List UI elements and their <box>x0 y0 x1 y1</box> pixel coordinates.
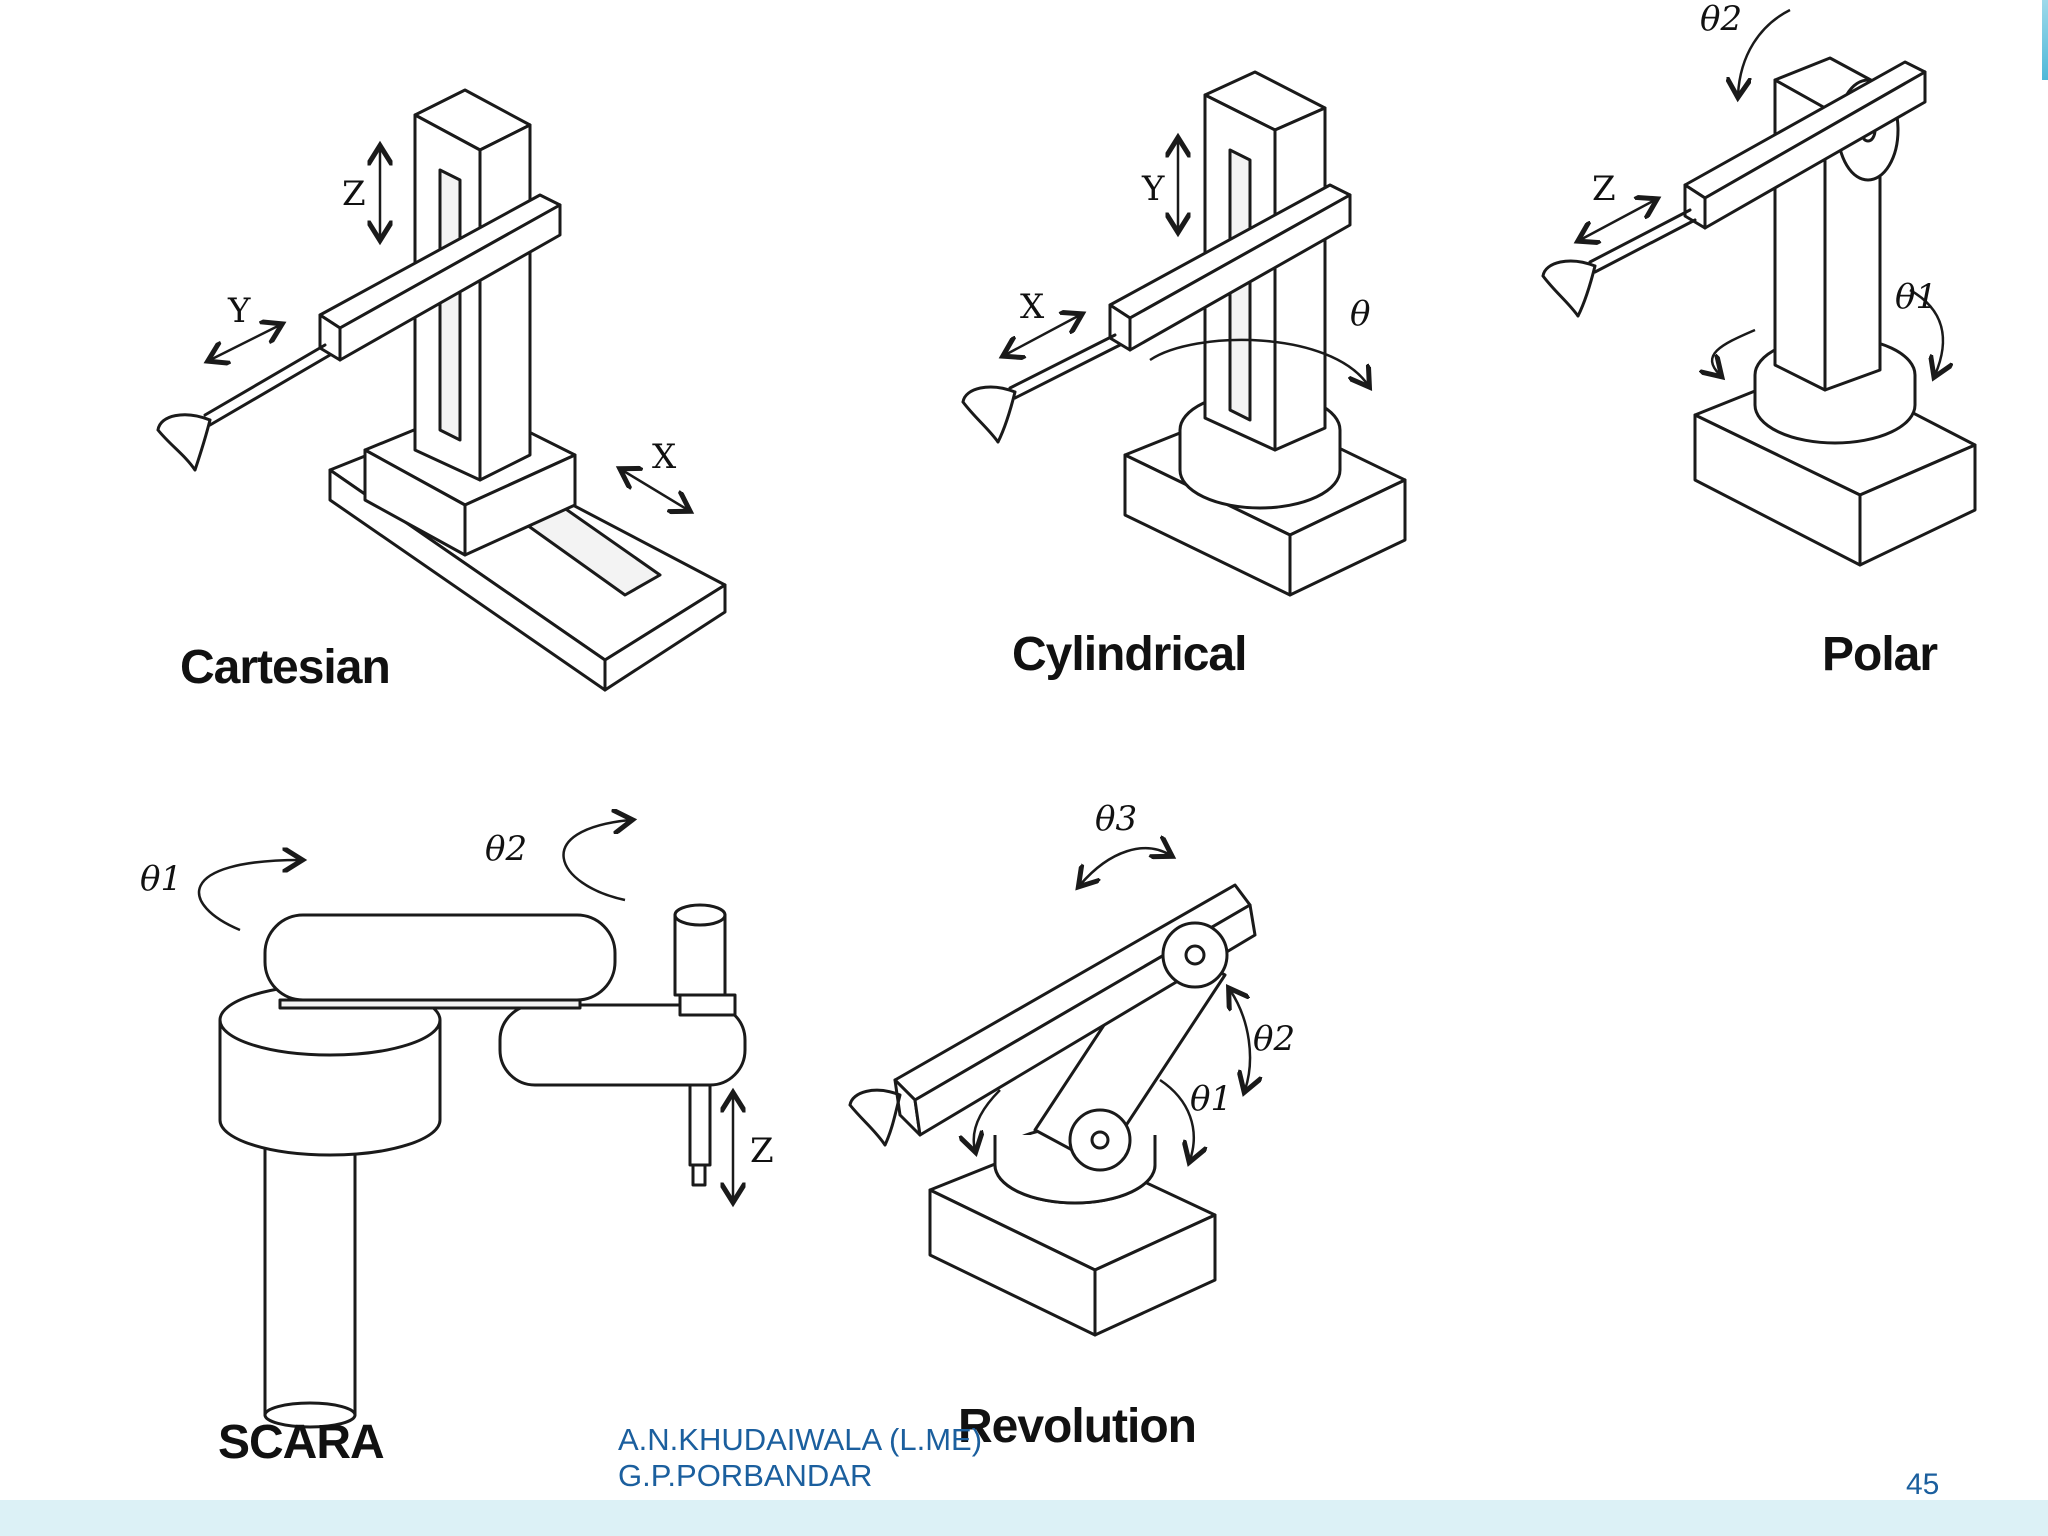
revolution-base <box>928 1125 1217 1337</box>
polar-axis-theta1: θ1 <box>1895 277 1937 317</box>
scara-robot: θ1 θ2 Z SCARA <box>140 820 774 1469</box>
footer-author: A.N.KHUDAIWALA (L.ME) G.P.PORBANDAR <box>618 1422 982 1494</box>
revolution-axis-theta2: θ2 <box>1253 1019 1295 1059</box>
cylindrical-axis-theta: θ <box>1350 294 1370 334</box>
cartesian-axis-x: X <box>652 437 677 477</box>
polar-arm <box>1541 60 1927 318</box>
scara-theta2-arrow <box>562 820 630 902</box>
cartesian-axis-y: Y <box>227 291 251 331</box>
polar-z-arrow <box>1580 200 1655 240</box>
cylindrical-title: Cylindrical <box>1012 628 1246 681</box>
cartesian-title: Cartesian <box>180 641 390 694</box>
scara-first-link <box>263 913 617 1010</box>
revolution-upper-arm <box>848 883 1257 1147</box>
polar-title: Polar <box>1822 628 1937 681</box>
cylindrical-axis-y: Y <box>1141 169 1165 209</box>
scara-base <box>218 983 442 1157</box>
revolution-lower-arm <box>1033 938 1227 1172</box>
scara-theta1-arrow <box>197 860 300 932</box>
scara-axis-z: Z <box>750 1131 774 1171</box>
polar-axis-theta2: θ2 <box>1700 0 1742 39</box>
polar-axis-z: Z <box>1592 169 1616 209</box>
cartesian-y-arrow <box>210 325 280 360</box>
cartesian-axis-z: Z <box>342 174 366 214</box>
cylindrical-robot: Y X θ Cylindrical <box>961 70 1407 681</box>
footer-institute: G.P.PORBANDAR <box>618 1458 873 1493</box>
cylindrical-theta-arrow <box>1149 338 1368 385</box>
revolution-theta1-arrow <box>1159 1078 1194 1160</box>
polar-theta2-arrow <box>1738 8 1791 95</box>
polar-theta1-arrow <box>1712 328 1756 375</box>
scara-axis-theta1: θ1 <box>140 859 182 899</box>
cartesian-arm <box>156 193 562 472</box>
revolution-theta1-arrow-left <box>974 1089 1001 1150</box>
revolution-theta2-arrow <box>1230 990 1250 1090</box>
scara-second-link <box>498 903 747 1187</box>
revolution-title: Revolution <box>958 1400 1196 1453</box>
cartesian-robot: Z Y X Cartesian <box>156 88 727 694</box>
scara-title: SCARA <box>218 1416 384 1469</box>
cartesian-x-arrow <box>622 470 688 510</box>
slide-accent-bar <box>2042 0 2048 80</box>
revolution-axis-theta1: θ1 <box>1190 1079 1232 1119</box>
page-number: 45 <box>1906 1468 1940 1501</box>
cylindrical-arm <box>961 183 1352 444</box>
revolution-axis-theta3: θ3 <box>1095 799 1137 839</box>
polar-robot: θ2 Z θ1 Polar <box>1541 0 1977 681</box>
cylindrical-axis-x: X <box>1020 287 1045 327</box>
polar-theta1-arrow-right <box>1909 288 1943 375</box>
cylindrical-x-arrow <box>1005 315 1080 355</box>
slide-bottom-band <box>0 1500 2048 1536</box>
footer-author-name: A.N.KHUDAIWALA (L.ME) <box>618 1422 983 1457</box>
revolution-robot: θ3 θ2 θ1 Revolution <box>848 799 1295 1453</box>
revolution-theta3-arrow <box>1080 848 1170 885</box>
scara-axis-theta2: θ2 <box>485 829 527 869</box>
